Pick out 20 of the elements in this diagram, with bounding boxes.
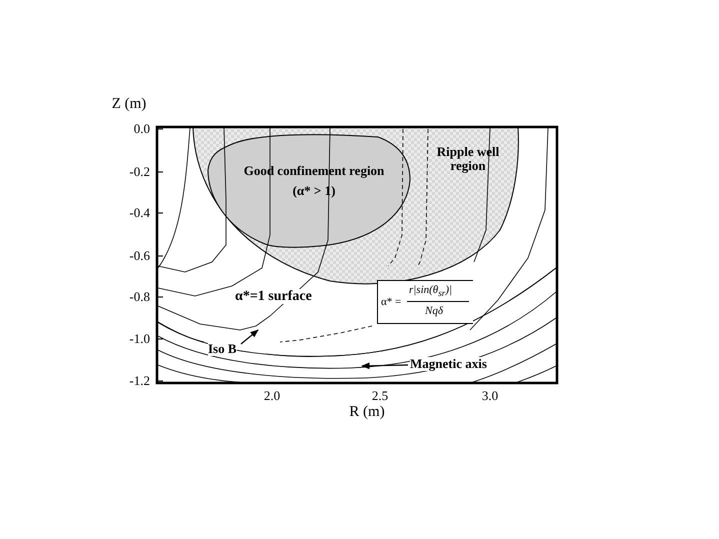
formula-text: Nqδ	[425, 305, 443, 318]
arrow	[240, 329, 259, 344]
callout-label: Magnetic axis	[410, 357, 487, 372]
callout-label: Iso B	[208, 342, 237, 356]
tick-label: -0.2	[129, 165, 150, 180]
tick-label: 0.0	[134, 122, 150, 136]
tick-label: 2.0	[264, 389, 280, 404]
arrow	[361, 362, 408, 370]
formula-text: α* =	[381, 296, 402, 308]
tick-label: -1.0	[129, 332, 150, 346]
tick-label: -1.2	[129, 374, 150, 388]
tick-label: 3.0	[482, 389, 498, 404]
formula-text: r|sin(θ$_{sr}$)|	[409, 284, 452, 298]
axis-title: R (m)	[349, 404, 385, 420]
tick-label: -0.8	[129, 290, 150, 304]
tick-label: -0.6	[129, 249, 150, 264]
tick-label: 2.5	[372, 389, 388, 404]
tick-label: -0.4	[129, 206, 150, 220]
axis-title: Z (m)	[112, 96, 146, 112]
contour-label: α*=1 surface	[235, 289, 312, 304]
